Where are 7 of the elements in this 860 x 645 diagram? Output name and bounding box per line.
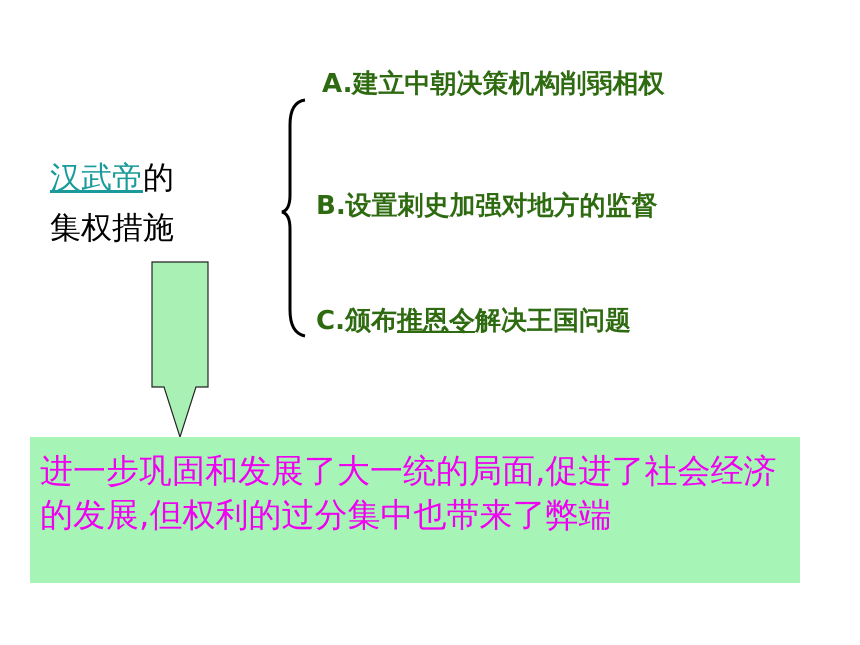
block-arrow bbox=[151, 261, 209, 439]
measure-text: C.颁布推恩令解决王国问题 bbox=[316, 305, 632, 338]
measure-text: A.建立中朝决策机构削弱相权 bbox=[322, 68, 666, 101]
title-text: 汉武帝的集权措施 bbox=[50, 159, 175, 248]
measure-text: B.设置刺史加强对地方的监督 bbox=[316, 190, 659, 223]
result-box bbox=[30, 437, 800, 583]
result-text: 进一步巩固和发展了大一统的局面,促进了社会经济的发展,但权利的过分集中也带来了弊端 bbox=[39, 450, 778, 536]
